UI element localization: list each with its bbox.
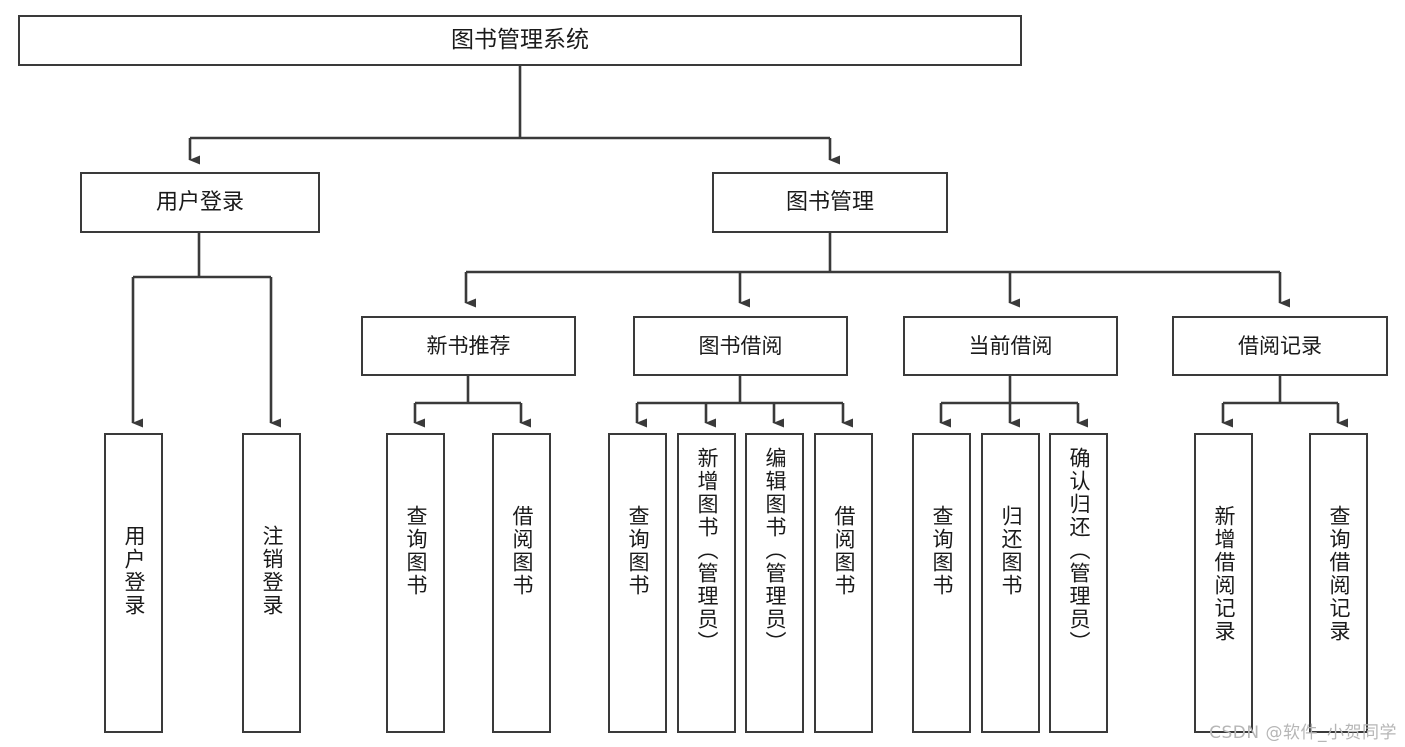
node-book-borrow[interactable]: 图书借阅 xyxy=(633,316,848,376)
leaf-query-book-1[interactable]: 查询图书 xyxy=(386,433,445,733)
leaf-logout-login-label: 注销登录 xyxy=(260,525,284,617)
node-book-manage[interactable]: 图书管理 xyxy=(712,172,948,233)
node-new-book-rec-label: 新书推荐 xyxy=(426,333,511,358)
leaf-edit-book[interactable]: 编辑图书（管理员） xyxy=(745,433,804,733)
leaf-query-borrow-record-label: 查询借阅记录 xyxy=(1327,505,1351,643)
leaf-return-book-label: 归还图书 xyxy=(999,505,1023,597)
leaf-borrow-book-1[interactable]: 借阅图书 xyxy=(492,433,551,733)
leaf-borrow-book-1-label: 借阅图书 xyxy=(510,505,534,597)
leaf-confirm-return[interactable]: 确认归还（管理员） xyxy=(1049,433,1108,733)
leaf-query-borrow-record[interactable]: 查询借阅记录 xyxy=(1309,433,1368,733)
leaf-confirm-return-label: 确认归还（管理员） xyxy=(1067,447,1091,654)
node-current-borrow[interactable]: 当前借阅 xyxy=(903,316,1118,376)
node-user-login-label: 用户登录 xyxy=(155,189,244,215)
leaf-return-book[interactable]: 归还图书 xyxy=(981,433,1040,733)
node-borrow-record-label: 借阅记录 xyxy=(1238,333,1322,358)
node-current-borrow-label: 当前借阅 xyxy=(968,333,1053,358)
leaf-add-borrow-record[interactable]: 新增借阅记录 xyxy=(1194,433,1253,733)
node-book-manage-label: 图书管理 xyxy=(785,189,874,215)
leaf-query-book-3-label: 查询图书 xyxy=(930,505,954,597)
node-borrow-record[interactable]: 借阅记录 xyxy=(1172,316,1388,376)
leaf-borrow-book-2[interactable]: 借阅图书 xyxy=(814,433,873,733)
leaf-add-book-label: 新增图书（管理员） xyxy=(695,447,719,654)
leaf-user-login-label: 用户登录 xyxy=(122,525,146,617)
node-root-system[interactable]: 图书管理系统 xyxy=(18,15,1022,66)
leaf-query-book-3[interactable]: 查询图书 xyxy=(912,433,971,733)
leaf-logout-login[interactable]: 注销登录 xyxy=(242,433,301,733)
node-user-login[interactable]: 用户登录 xyxy=(80,172,320,233)
leaf-query-book-2-label: 查询图书 xyxy=(626,505,650,597)
leaf-add-borrow-record-label: 新增借阅记录 xyxy=(1212,505,1236,643)
leaf-query-book-1-label: 查询图书 xyxy=(404,505,428,597)
node-book-borrow-label: 图书借阅 xyxy=(698,333,783,358)
leaf-query-book-2[interactable]: 查询图书 xyxy=(608,433,667,733)
leaf-borrow-book-2-label: 借阅图书 xyxy=(832,505,856,597)
leaf-user-login[interactable]: 用户登录 xyxy=(104,433,163,733)
node-new-book-rec[interactable]: 新书推荐 xyxy=(361,316,576,376)
leaf-add-book[interactable]: 新增图书（管理员） xyxy=(677,433,736,733)
leaf-edit-book-label: 编辑图书（管理员） xyxy=(763,447,787,654)
csdn-watermark: CSDN @软件_小贺同学 xyxy=(1209,723,1397,743)
node-root-system-label: 图书管理系统 xyxy=(451,26,589,53)
